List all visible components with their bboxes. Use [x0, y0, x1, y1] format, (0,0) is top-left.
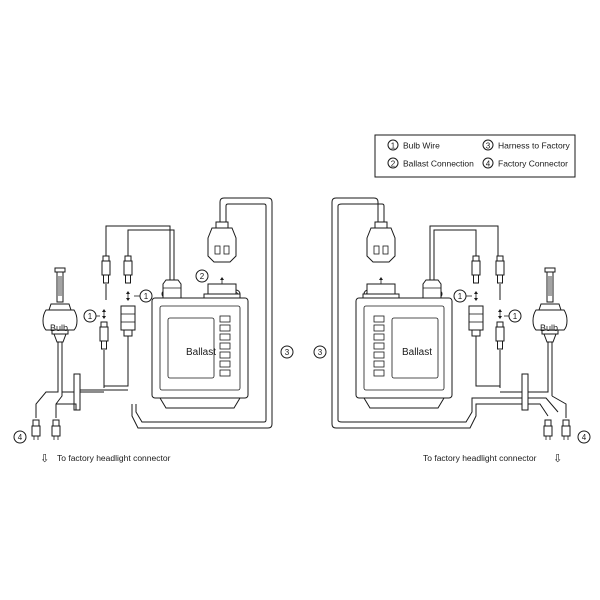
- callout-3-right: 3: [313, 345, 327, 359]
- callout-1-left: 1: [83, 309, 100, 323]
- ballast-bulb-port: [162, 279, 182, 299]
- bulb-connector: [99, 321, 109, 350]
- cable-clip: [73, 373, 81, 411]
- ballast-bulb-port: [422, 279, 442, 299]
- legend-item-1: 1 Bulb Wire: [387, 139, 440, 151]
- svg-text:1: 1: [88, 312, 93, 321]
- footer-label: To factory headlight connector: [423, 453, 537, 463]
- ballast-left: Ballast: [151, 289, 249, 409]
- bulb-label: Bulb: [540, 323, 558, 333]
- down-arrow-icon: ⇩: [40, 453, 49, 465]
- legend-item-4: 4 Factory Connector: [482, 157, 568, 169]
- bulb-wire-plug: [471, 255, 481, 284]
- double-arrow-icon: [125, 290, 131, 302]
- bulb-wire-plug: [123, 255, 133, 284]
- factory-connector: [543, 419, 553, 441]
- legend-label: Factory Connector: [498, 159, 568, 169]
- legend-num: 3: [486, 142, 491, 151]
- ballast-cable-connector: [366, 221, 396, 263]
- legend-label: Ballast Connection: [403, 159, 474, 169]
- ballast-cable-connector: [207, 221, 237, 263]
- callout-1b-left: 1: [134, 289, 153, 303]
- legend-item-2: 2 Ballast Connection: [387, 157, 474, 169]
- bulb-socket: [468, 305, 484, 337]
- factory-connector: [31, 419, 41, 441]
- legend-label: Harness to Factory: [498, 141, 571, 151]
- harness-wire-left: [131, 197, 273, 429]
- double-arrow-icon: [101, 308, 107, 320]
- right-diagram: Ballast Bulb 1: [313, 197, 591, 465]
- callout-3-left: 3: [280, 345, 294, 359]
- double-arrow-icon: [473, 290, 479, 302]
- svg-text:1: 1: [513, 312, 518, 321]
- callout-1-right: 1: [453, 289, 472, 303]
- svg-text:3: 3: [318, 348, 323, 357]
- legend-num: 4: [486, 160, 491, 169]
- ballast-power-port: [362, 283, 400, 299]
- svg-text:4: 4: [18, 433, 23, 442]
- legend-item-3: 3 Harness to Factory: [482, 139, 571, 151]
- legend-box: [374, 134, 576, 178]
- ballast-label: Ballast: [402, 347, 432, 358]
- ballast-label: Ballast: [186, 347, 216, 358]
- svg-text:1: 1: [144, 292, 149, 301]
- bulb-label: Bulb: [50, 323, 68, 333]
- double-arrow-icon: [497, 308, 503, 320]
- bulb-connector: [495, 321, 505, 350]
- factory-connector: [561, 419, 571, 441]
- ballast-power-port: [203, 283, 241, 299]
- legend-label: Bulb Wire: [403, 141, 440, 151]
- callout-4-left: 4: [13, 430, 27, 444]
- legend-num: 2: [391, 160, 396, 169]
- callout-2-left: 2: [195, 269, 209, 283]
- svg-text:2: 2: [200, 272, 205, 281]
- svg-text:1: 1: [458, 292, 463, 301]
- callout-1b-right: 1: [504, 309, 522, 323]
- cable-clip: [521, 373, 529, 411]
- footer-label: To factory headlight connector: [57, 453, 171, 463]
- bulb-socket: [120, 305, 136, 337]
- harness-wire-right: [331, 197, 549, 429]
- bulb-left: [42, 267, 78, 349]
- bulb-right: [532, 267, 568, 349]
- callout-4-right: 4: [577, 430, 591, 444]
- left-diagram: Ballast Bulb: [13, 197, 294, 465]
- legend-num: 1: [391, 142, 396, 151]
- down-arrow-icon: ⇩: [553, 453, 562, 465]
- ballast-right: Ballast: [355, 289, 453, 409]
- svg-text:4: 4: [582, 433, 587, 442]
- bulb-wire-plug: [495, 255, 505, 284]
- svg-text:3: 3: [285, 348, 290, 357]
- bulb-wire-plug: [101, 255, 111, 284]
- legend: 1 Bulb Wire 2 Ballast Connection 3 Harne…: [374, 134, 576, 178]
- factory-connector: [51, 419, 61, 441]
